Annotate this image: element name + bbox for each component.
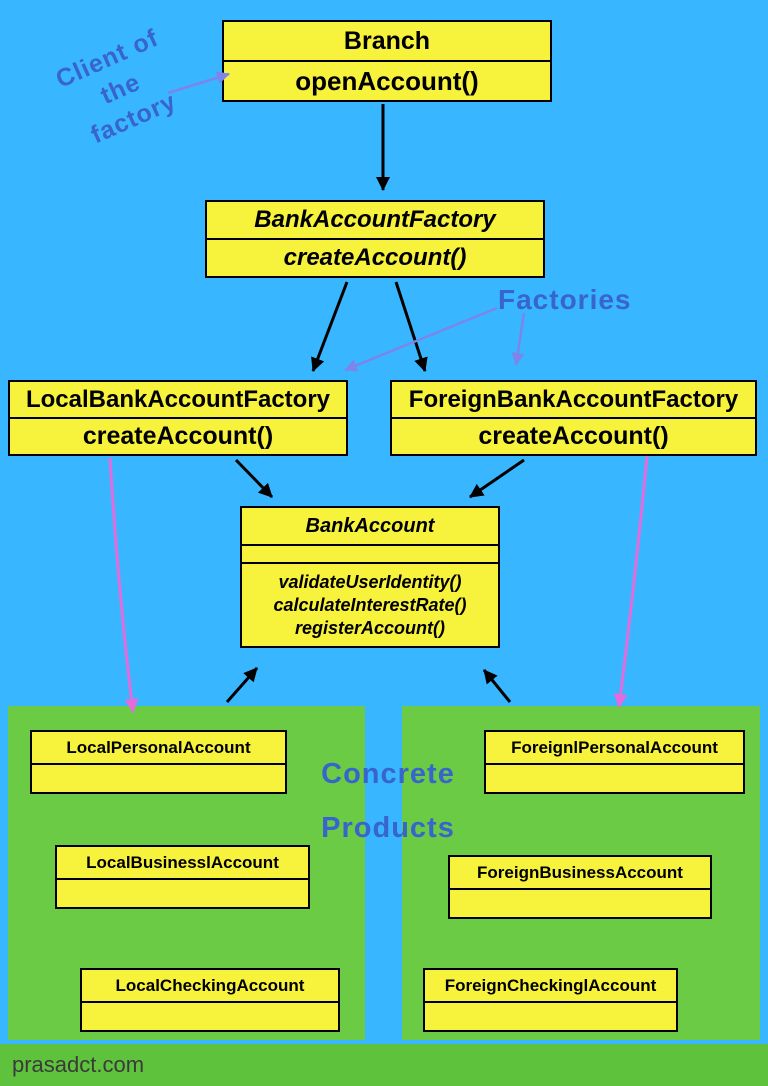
class-foreign-personal-account-title: ForeignlPersonalAccount	[486, 732, 743, 765]
class-foreign-checking-account-title: ForeignCheckinglAccount	[425, 970, 676, 1003]
class-foreign-business-account-title: ForeignBusinessAccount	[450, 857, 710, 890]
divider	[207, 238, 543, 240]
class-branch: Branch openAccount()	[222, 20, 552, 102]
arrow-local-factory-to-bankaccount	[234, 458, 274, 499]
empty-section	[450, 890, 710, 917]
class-bank-account-attributes	[242, 546, 498, 562]
arrow-left-panel-to-bankaccount	[225, 667, 259, 703]
arrow-local-factory-to-products	[108, 457, 139, 713]
annotation-client-of-the-factory: Client of the factory	[16, 7, 225, 171]
annotation-concrete-line-1: Concrete	[321, 758, 455, 790]
footer-bar: prasadct.com	[0, 1044, 768, 1086]
class-local-business-account: LocalBusinesslAccount	[55, 845, 310, 909]
footer-site-text: prasadct.com	[12, 1052, 145, 1077]
divider	[10, 417, 346, 419]
divider	[392, 417, 755, 419]
divider	[242, 562, 498, 564]
arrow-factories-to-local-factory	[344, 306, 498, 372]
class-foreign-factory-method: createAccount()	[478, 422, 669, 450]
class-local-personal-account: LocalPersonalAccount	[30, 730, 287, 794]
class-branch-method: openAccount()	[295, 65, 479, 96]
class-foreign-checking-account: ForeignCheckinglAccount	[423, 968, 678, 1032]
arrow-abstract-to-local-factory	[311, 281, 349, 372]
class-local-bank-account-factory: LocalBankAccountFactory createAccount()	[8, 380, 348, 456]
class-local-checking-account: LocalCheckingAccount	[80, 968, 340, 1032]
annotation-factories: Factories	[498, 284, 632, 315]
class-bank-account: BankAccount validateUserIdentity() calcu…	[240, 506, 500, 648]
class-branch-title: Branch	[343, 26, 431, 55]
class-bank-account-methods: validateUserIdentity() calculateInterest…	[242, 564, 498, 646]
class-foreign-personal-account: ForeignlPersonalAccount	[484, 730, 745, 794]
class-bank-account-factory: BankAccountFactory createAccount()	[205, 200, 545, 278]
arrow-right-panel-to-bankaccount	[482, 669, 512, 703]
class-foreign-bank-account-factory: ForeignBankAccountFactory createAccount(…	[390, 380, 757, 456]
arrow-foreign-factory-to-products	[613, 455, 649, 708]
method-validate-user-identity: validateUserIdentity()	[278, 571, 462, 592]
class-foreign-business-account: ForeignBusinessAccount	[448, 855, 712, 919]
class-foreign-factory-title: ForeignBankAccountFactory	[408, 385, 739, 413]
empty-section	[425, 1003, 676, 1030]
method-calculate-interest-rate: calculateInterestRate()	[273, 594, 467, 615]
divider	[242, 544, 498, 546]
class-bank-account-factory-method: createAccount()	[283, 244, 467, 271]
class-bank-account-title: BankAccount	[305, 514, 435, 537]
empty-section	[486, 765, 743, 792]
class-bank-account-factory-title: BankAccountFactory	[254, 206, 496, 233]
annotation-concrete-line-2: Products	[321, 811, 455, 844]
method-register-account: registerAccount()	[294, 617, 446, 638]
class-local-factory-title: LocalBankAccountFactory	[25, 385, 331, 413]
class-local-checking-account-title: LocalCheckingAccount	[82, 970, 338, 1003]
annotation-concrete-products: Concrete Products	[308, 748, 468, 855]
class-local-business-account-title: LocalBusinesslAccount	[57, 847, 308, 880]
empty-section	[82, 1003, 338, 1030]
arrow-foreign-factory-to-bankaccount	[469, 458, 525, 499]
empty-section	[57, 880, 308, 907]
class-local-personal-account-title: LocalPersonalAccount	[32, 732, 285, 765]
divider	[224, 60, 550, 62]
arrow-factories-to-foreign-factory	[511, 312, 526, 366]
arrow-abstract-to-foreign-factory	[394, 281, 428, 372]
empty-section	[32, 765, 285, 792]
class-local-factory-method: createAccount()	[82, 422, 274, 450]
